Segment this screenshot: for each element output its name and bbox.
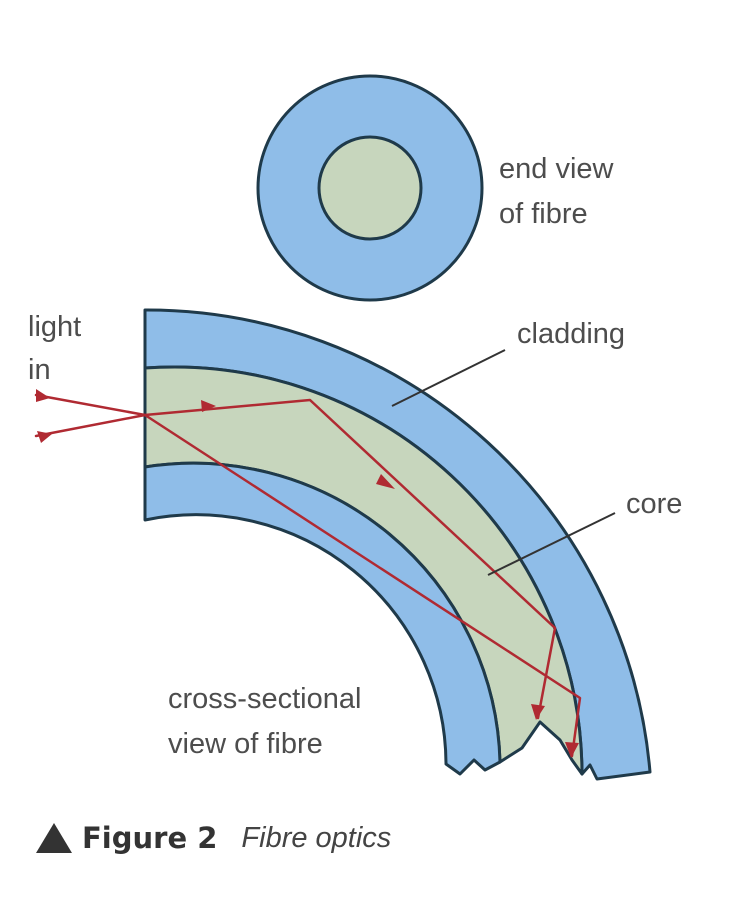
arrow-icon bbox=[37, 431, 52, 443]
arrow-icon bbox=[201, 400, 216, 412]
figure-caption: Figure 2 Fibre optics bbox=[36, 816, 391, 860]
end-view-fibre bbox=[256, 74, 484, 302]
arrow-icon bbox=[531, 704, 545, 720]
cross-section-label-line2: view of fibre bbox=[168, 728, 323, 760]
arrow-icon bbox=[36, 389, 50, 402]
cladding-label: cladding bbox=[517, 318, 625, 350]
light-ray-lower bbox=[34, 413, 582, 758]
core-label: core bbox=[626, 488, 682, 520]
light-rays bbox=[34, 393, 582, 758]
arrow-icon bbox=[376, 474, 395, 489]
triangle-up-icon bbox=[36, 823, 72, 853]
arrow-icon bbox=[565, 742, 579, 758]
end-view-core bbox=[317, 135, 423, 241]
cladding-leader-line bbox=[391, 349, 506, 407]
light-ray-upper bbox=[34, 393, 557, 720]
figure-number: Figure 2 bbox=[82, 821, 218, 855]
end-view-label-line2: of fibre bbox=[499, 198, 588, 230]
core-leader-line bbox=[487, 512, 616, 576]
cross-section-label-line1: cross-sectional bbox=[168, 683, 361, 715]
end-view-label-line1: end view bbox=[499, 153, 615, 185]
cladding-inner-band bbox=[143, 461, 502, 776]
light-in-label-line1: light bbox=[28, 311, 81, 343]
figure-title: Fibre optics bbox=[241, 821, 392, 854]
ray-arrowheads bbox=[36, 389, 579, 758]
light-in-label-line2: in bbox=[28, 354, 51, 386]
